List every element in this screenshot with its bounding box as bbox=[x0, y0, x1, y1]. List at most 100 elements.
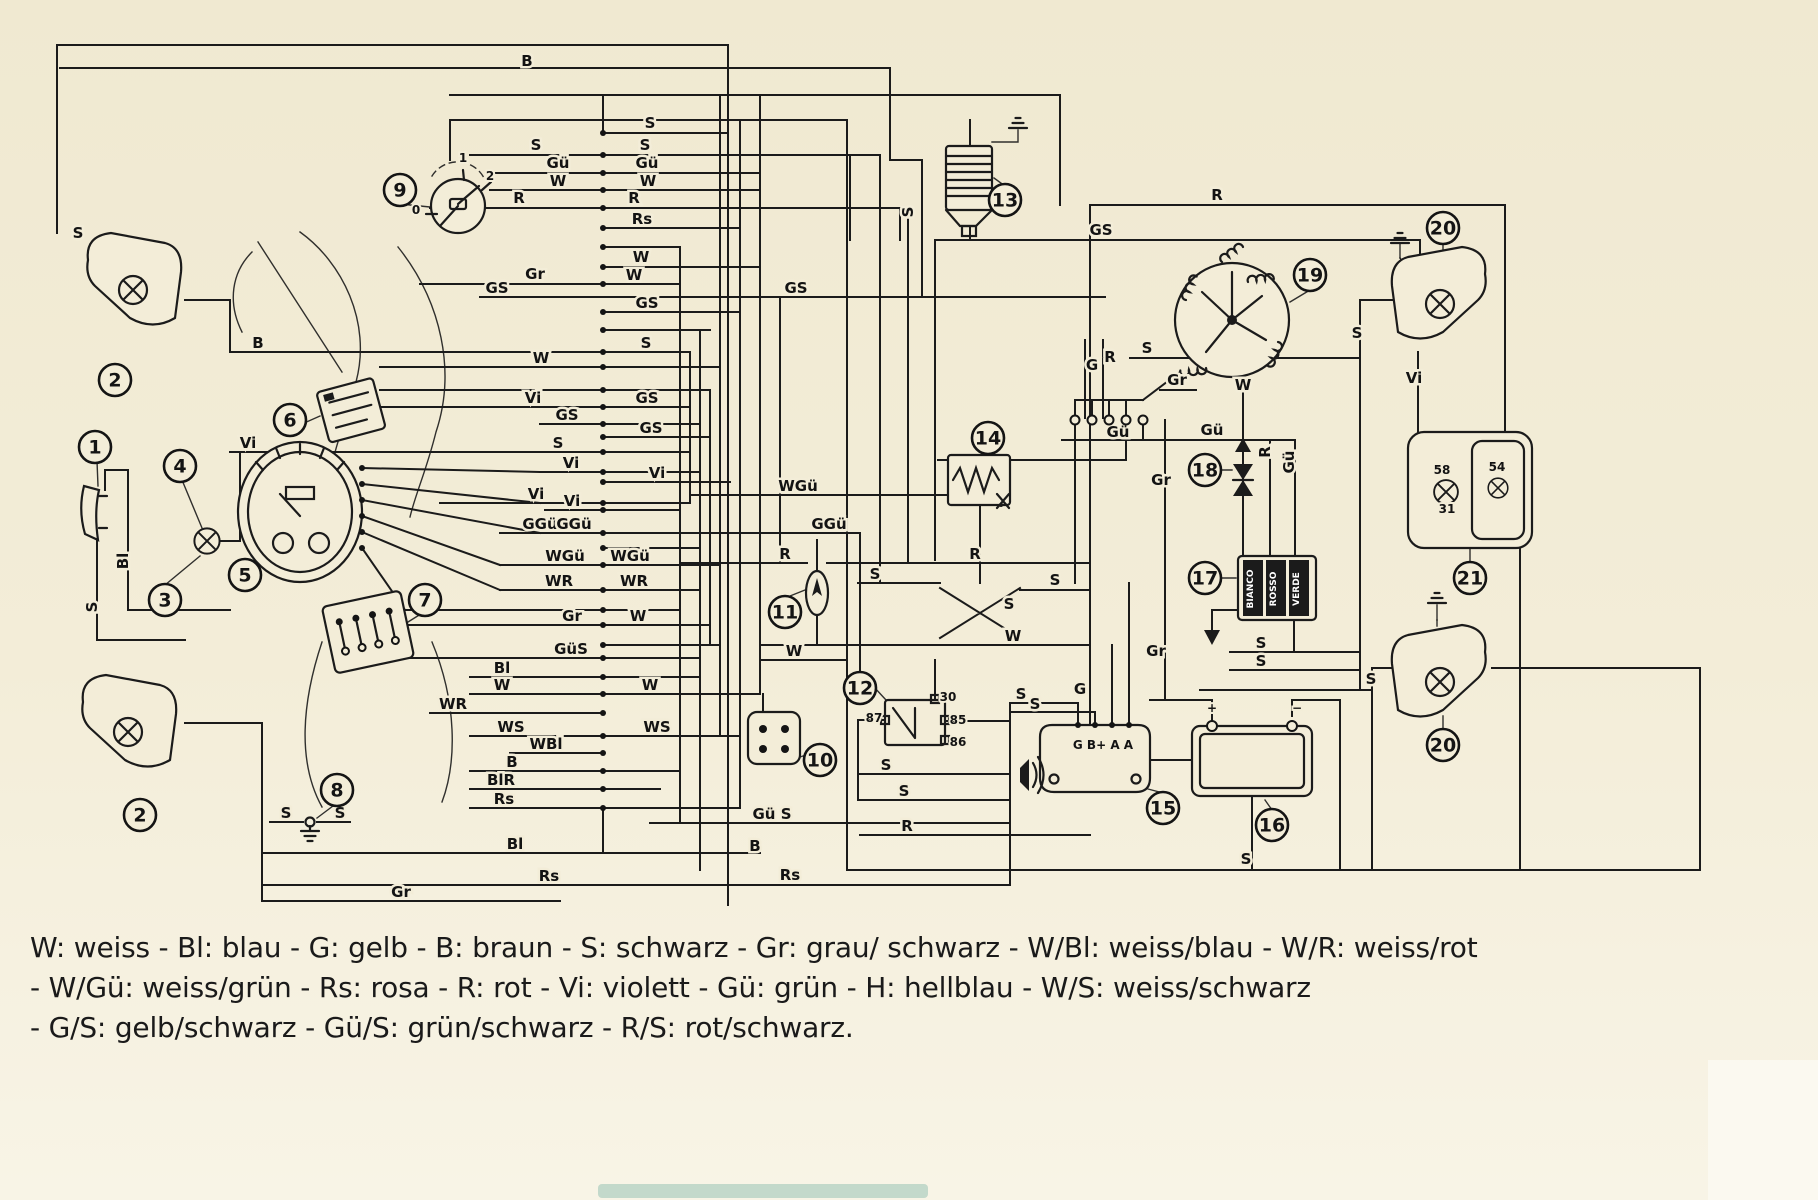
terminal-label-30: 30 bbox=[940, 690, 957, 704]
wire-label-r: R bbox=[901, 817, 913, 835]
component-9-ignition-switch bbox=[424, 168, 493, 235]
wire-label-g: Gü bbox=[1280, 451, 1298, 474]
wire-label-wg: WGü bbox=[610, 547, 650, 565]
wire-label-rs: Rs bbox=[494, 790, 515, 808]
wire-label-vi: Vi bbox=[525, 389, 542, 407]
wire-label-rs: Rs bbox=[780, 866, 801, 884]
wire-label-vi: Vi bbox=[649, 464, 666, 482]
svg-text:1: 1 bbox=[88, 437, 101, 459]
component-20-turn-signal-rear-right bbox=[1390, 591, 1487, 718]
component-number-6-6: 6 bbox=[272, 402, 308, 438]
terminal-label-0: 0 bbox=[412, 203, 420, 217]
component-number-1-0: 1 bbox=[77, 429, 113, 465]
wiring-bus-verticals bbox=[449, 44, 764, 906]
wire-label-s: S bbox=[553, 434, 564, 452]
wire-label-vi: Vi bbox=[563, 454, 580, 472]
wire-label-gr: Gr bbox=[1146, 642, 1166, 660]
junction-dot bbox=[600, 244, 606, 250]
component-8-ground-point bbox=[299, 816, 321, 843]
svg-text:12: 12 bbox=[847, 678, 873, 700]
speedometer-terminal-dot bbox=[359, 465, 365, 471]
arrow-down-icon bbox=[1204, 630, 1220, 645]
magneto-terminal-ring bbox=[1069, 414, 1081, 426]
wire-label-gr: Gr bbox=[391, 883, 411, 901]
junction-dot bbox=[600, 562, 606, 568]
junction-dot bbox=[600, 750, 606, 756]
svg-text:5: 5 bbox=[238, 565, 251, 587]
terminal-label-g-b-a-a: G B+ A A bbox=[1073, 738, 1134, 752]
scan-artifact-smudge bbox=[598, 1184, 928, 1198]
junction-dot bbox=[600, 469, 606, 475]
ground-icon bbox=[1426, 591, 1448, 605]
wire-label-b: B bbox=[252, 334, 263, 352]
speedometer-terminal-dot bbox=[359, 513, 365, 519]
wire-label-w: W bbox=[630, 607, 647, 625]
junction-dot bbox=[600, 404, 606, 410]
legend-line-3: - G/S: gelb/schwarz - Gü/S: grün/schwarz… bbox=[30, 1011, 854, 1044]
junction-dot bbox=[600, 710, 606, 716]
wire-label-s: S bbox=[899, 782, 910, 800]
wire-label-s: S bbox=[83, 602, 101, 613]
component-6-handlebar-switch bbox=[316, 377, 386, 444]
legend-line-1: W: weiss - Bl: blau - G: gelb - B: braun… bbox=[30, 931, 1478, 964]
junction-dot bbox=[600, 587, 606, 593]
component-number-7-7: 7 bbox=[407, 582, 443, 618]
wire-label-bl: Bl bbox=[114, 553, 132, 570]
component-number-20-21: 20 bbox=[1425, 727, 1461, 763]
component-number-2-1: 2 bbox=[97, 362, 133, 398]
junction-dot bbox=[600, 349, 606, 355]
magneto-terminal-ring bbox=[1086, 414, 1098, 426]
terminal-label-86: 86 bbox=[950, 735, 967, 749]
speaker-icon bbox=[1020, 759, 1029, 791]
junction-dot bbox=[600, 545, 606, 551]
component-4-pilot-lamp bbox=[193, 527, 221, 555]
wire-label-s: S bbox=[881, 756, 892, 774]
wire-label-g: G bbox=[1086, 356, 1098, 374]
ground-icon bbox=[1007, 116, 1029, 130]
wire-label-wg: WGü bbox=[778, 477, 818, 495]
wire-label-s: S bbox=[1142, 339, 1153, 357]
wire-label-gs: GS bbox=[485, 279, 508, 297]
wire-label-gg: GGü bbox=[522, 515, 557, 533]
component-number-16-16: 16 bbox=[1254, 807, 1290, 843]
wire-label-gs: GS bbox=[639, 419, 662, 437]
svg-text:17: 17 bbox=[1192, 568, 1218, 590]
svg-text:16: 16 bbox=[1259, 815, 1285, 837]
component-number-19-19: 19 bbox=[1292, 257, 1328, 293]
component-14-resistor-unit bbox=[946, 453, 1012, 510]
magneto-terminal-ring bbox=[1137, 414, 1149, 426]
wire-label-ws: WS bbox=[497, 718, 524, 736]
wire-label-wr: WR bbox=[545, 572, 574, 590]
svg-text:19: 19 bbox=[1297, 265, 1323, 287]
wire-label-g-s: Gü S bbox=[752, 805, 791, 823]
wire-label-r: R bbox=[1104, 348, 1116, 366]
wire-label-wr: WR bbox=[620, 572, 649, 590]
wire-label-s: S bbox=[641, 334, 652, 352]
component-number-11-11: 11 bbox=[767, 594, 803, 630]
wire-label-s: S bbox=[1241, 850, 1252, 868]
junction-dot bbox=[600, 130, 606, 136]
component-number-18-18: 18 bbox=[1187, 452, 1223, 488]
wire-label-rs: Rs bbox=[539, 867, 560, 885]
wire-label-gs: GS bbox=[555, 406, 578, 424]
wiring-left-section bbox=[96, 299, 1011, 902]
wire-label-s: S bbox=[1050, 571, 1061, 589]
component-20-turn-signal-front-right bbox=[1389, 231, 1487, 340]
wire-label-gs: GS bbox=[635, 294, 658, 312]
scooter-body-outline bbox=[232, 231, 453, 808]
component-13-ignition-coil bbox=[944, 116, 1029, 238]
junction-dot bbox=[600, 449, 606, 455]
wiring-right-section bbox=[649, 154, 1701, 886]
wire-label-vi: Vi bbox=[528, 485, 545, 503]
junction-dot bbox=[600, 607, 606, 613]
component-number-9-9: 9 bbox=[382, 172, 418, 208]
wire-label-s: S bbox=[281, 804, 292, 822]
terminal-label-2: 2 bbox=[486, 169, 494, 183]
wire-label-gr: Gr bbox=[1167, 371, 1187, 389]
svg-text:3: 3 bbox=[158, 590, 171, 612]
svg-text:8: 8 bbox=[330, 780, 343, 802]
wire-label-w: W bbox=[640, 172, 657, 190]
wire-label-gs: GS bbox=[635, 389, 658, 407]
junction-dot bbox=[600, 691, 606, 697]
